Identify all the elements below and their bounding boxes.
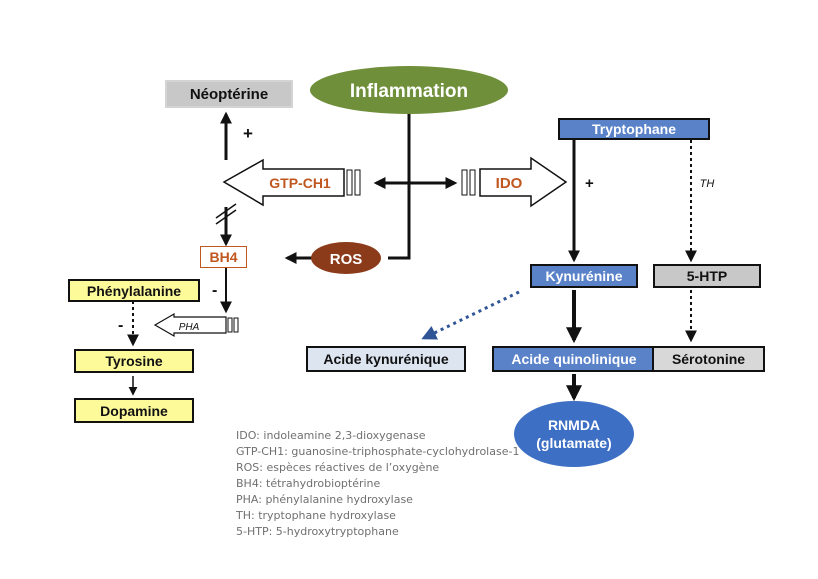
th-label: TH [700, 178, 715, 190]
inflammation-label: Inflammation [350, 81, 468, 102]
kynurenine-node: Kynurénine [530, 264, 638, 288]
serotonine-label: Sérotonine [671, 351, 746, 367]
dopamine-label: Dopamine [100, 402, 168, 419]
acide-quinolinique-node: Acide quinolinique [492, 346, 656, 372]
acide-kynurenique-node: Acide kynurénique [306, 346, 466, 372]
kyn-to-kyna-arrow [421, 290, 520, 340]
pha-arrow [153, 312, 227, 338]
neopterine-plus-sign: + [243, 124, 253, 143]
ros-node [311, 242, 381, 274]
legend-item-gtp-ch1: GTP-CH1: guanosine-triphosphate-cyclohyd… [236, 445, 520, 458]
legend-item-ros: ROS: espèces réactives de l’oxygène [236, 461, 440, 474]
gtp-ch1-bar-1 [346, 169, 353, 196]
kynurenine-label: Kynurénine [545, 268, 623, 284]
neopterine-label: Néoptérine [189, 85, 269, 103]
rnmda-label-line1: RNMDA [548, 417, 600, 433]
legend-item-ido: IDO: indoleamine 2,3-dioxygenase [236, 429, 426, 442]
dopamine-node: Dopamine [74, 398, 194, 423]
neopterine-node: Néoptérine [165, 80, 293, 108]
legend-item-th: TH: tryptophane hydroxylase [236, 509, 396, 522]
serotonine-node: Sérotonine [652, 346, 765, 372]
legend-item-bh4: BH4: tétrahydrobioptérine [236, 477, 381, 490]
pha-bar-2 [233, 317, 239, 333]
tryptophane-label: Tryptophane [591, 121, 676, 137]
bh4-node: BH4 [200, 246, 247, 268]
acide-kynurenique-label: Acide kynurénique [323, 351, 449, 367]
pha-bar-1 [227, 317, 233, 333]
gtp-ch1-arrow [222, 158, 345, 207]
block-mark-2 [215, 209, 237, 225]
block-mark-1 [215, 203, 237, 219]
legend-item-5htp: 5-HTP: 5-hydroxytryptophane [236, 525, 399, 538]
gtp-ch1-label: GTP-CH1 [269, 175, 331, 191]
tyrosine-minus-sign: - [118, 317, 123, 334]
ido-bar-1 [461, 169, 468, 196]
tryptophane-node: Tryptophane [558, 118, 710, 140]
ido-arrow [479, 156, 568, 208]
phenylalanine-minus-sign: - [212, 282, 217, 299]
pha-label: PHA [179, 322, 200, 333]
tyrosine-node: Tyrosine [74, 349, 194, 373]
ido-bar-2 [469, 169, 476, 196]
rnmda-node [514, 401, 634, 467]
abbreviation-legend: IDO: indoleamine 2,3-dioxygenase GTP-CH1… [236, 428, 519, 540]
gtp-ch1-bar-2 [354, 169, 361, 196]
phenylalanine-label: Phénylalanine [86, 282, 182, 299]
tyrosine-label: Tyrosine [105, 353, 163, 369]
inflammation-to-ros-line [388, 112, 411, 260]
ros-label: ROS [330, 251, 363, 268]
ido-label: IDO [496, 175, 523, 192]
rnmda-label-line2: (glutamate) [536, 435, 611, 451]
5htp-label: 5-HTP [686, 268, 728, 284]
phenylalanine-node: Phénylalanine [68, 279, 200, 302]
inflammation-node [310, 66, 508, 114]
5htp-node: 5-HTP [653, 264, 761, 288]
kynurenine-plus-sign: + [585, 175, 594, 192]
bh4-label: BH4 [209, 249, 238, 265]
legend-item-pha: PHA: phénylalanine hydroxylase [236, 493, 413, 506]
acide-quinolinique-label: Acide quinolinique [511, 351, 637, 367]
